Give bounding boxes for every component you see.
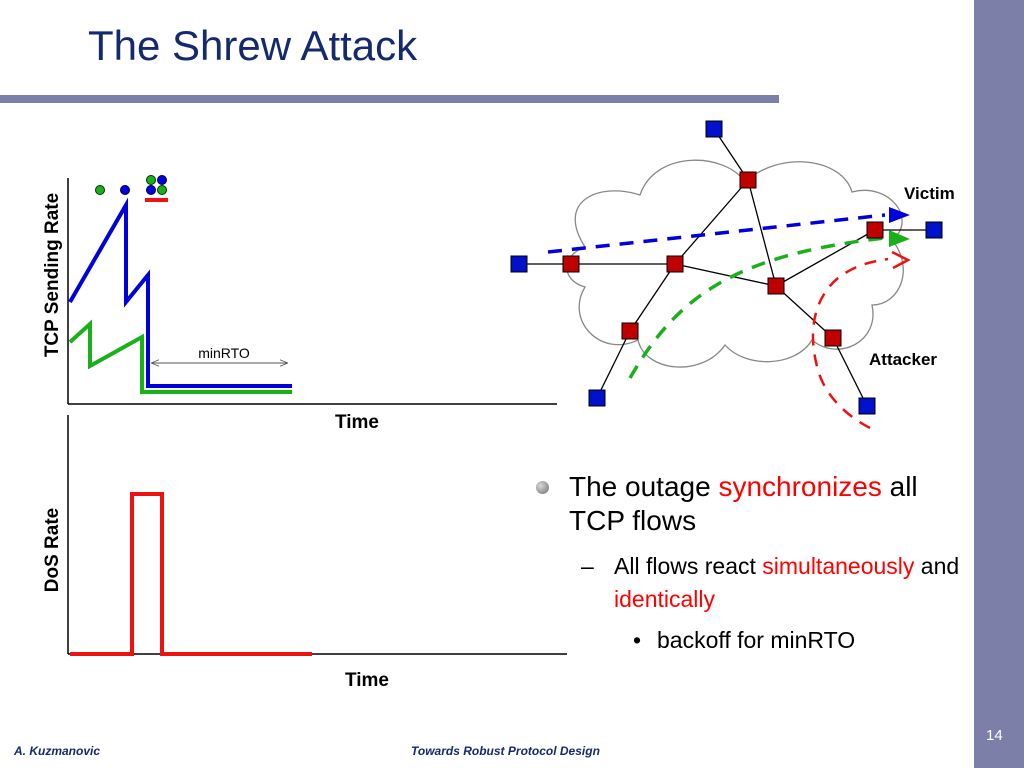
routers: [562, 171, 884, 347]
green-flow-path: [628, 236, 886, 379]
link: [596, 330, 631, 399]
bullet-text: All flows react: [614, 553, 763, 579]
sync-marker-blue-1: [157, 175, 167, 185]
link: [747, 179, 777, 287]
dos-pulse-line: [70, 492, 312, 656]
blue-flow-arrowhead: [889, 207, 910, 223]
bullet-highlight: synchronizes: [718, 471, 882, 502]
router: [739, 171, 757, 189]
bullet-dot: •: [633, 627, 642, 653]
bullet-list: The outage synchronizes all TCP flows – …: [535, 470, 960, 657]
bullet-level-2: – All flows react simultaneously and ide…: [535, 550, 960, 616]
blue-flow-marker: [120, 185, 130, 195]
bullet-dot-icon: [536, 481, 549, 494]
hosts: [510, 120, 943, 415]
attack-flow-arrowhead: [891, 250, 911, 270]
footer-title: Towards Robust Protocol Design: [411, 744, 600, 758]
link: [674, 179, 749, 265]
link: [775, 285, 834, 339]
victim-host: [925, 221, 943, 239]
link: [674, 263, 777, 287]
link: [775, 229, 876, 287]
side-band: [974, 0, 1024, 768]
dos-y-label: DoS Rate: [42, 508, 63, 592]
bullet-text: all TCP flows: [569, 471, 918, 536]
victim-label: Victim: [904, 184, 955, 203]
slide-title: The Shrew Attack: [88, 22, 418, 69]
bullet-level-1: The outage synchronizes all TCP flows: [535, 470, 960, 538]
minrto-label: minRTO: [198, 345, 250, 361]
router: [767, 277, 785, 295]
title-rule: [0, 95, 779, 103]
router: [621, 322, 639, 340]
bullet-text: The outage: [569, 471, 719, 502]
green-flow-line: [68, 319, 292, 394]
host: [705, 120, 723, 138]
router: [866, 221, 884, 239]
blue-flow-path: [547, 213, 886, 254]
link: [629, 263, 676, 332]
sync-marker-blue-2: [146, 185, 156, 195]
dos-rate-chart: DoS Rate Time: [42, 415, 567, 691]
bullet-highlight: identically: [614, 586, 715, 612]
green-flow-arrowhead: [889, 230, 910, 247]
shrew-diagram: minRTO TCP Sending Rate Time DoS Rate Ti…: [42, 120, 955, 691]
host: [510, 255, 528, 273]
bullet-highlight: simultaneously: [762, 553, 915, 579]
green-flow-marker: [95, 185, 105, 195]
router: [824, 329, 842, 347]
router: [666, 255, 684, 273]
tcp-y-label: TCP Sending Rate: [42, 193, 63, 357]
router: [562, 255, 580, 273]
bullet-text: and: [914, 553, 960, 579]
network-links: [519, 128, 934, 407]
tcp-x-label: Time: [335, 412, 379, 433]
attacker-host: [858, 397, 876, 415]
network-cloud: [566, 159, 904, 368]
sync-marker-green-2: [157, 185, 167, 195]
host: [588, 389, 606, 407]
bullet-text: backoff for minRTO: [657, 627, 856, 653]
tcp-rate-chart: minRTO TCP Sending Rate Time: [42, 175, 557, 433]
bullet-level-3: • backoff for minRTO: [535, 624, 960, 657]
page-number: 14: [986, 727, 1003, 744]
link: [832, 337, 868, 407]
footer-author: A. Kuzmanovic: [14, 744, 101, 758]
bullet-dash: –: [581, 553, 594, 579]
attacker-label: Attacker: [869, 350, 937, 369]
sync-marker-green-1: [146, 175, 156, 185]
dos-x-label: Time: [345, 670, 389, 691]
network-diagram: Victim Attacker: [510, 120, 955, 430]
blue-flow-line: [68, 197, 292, 388]
